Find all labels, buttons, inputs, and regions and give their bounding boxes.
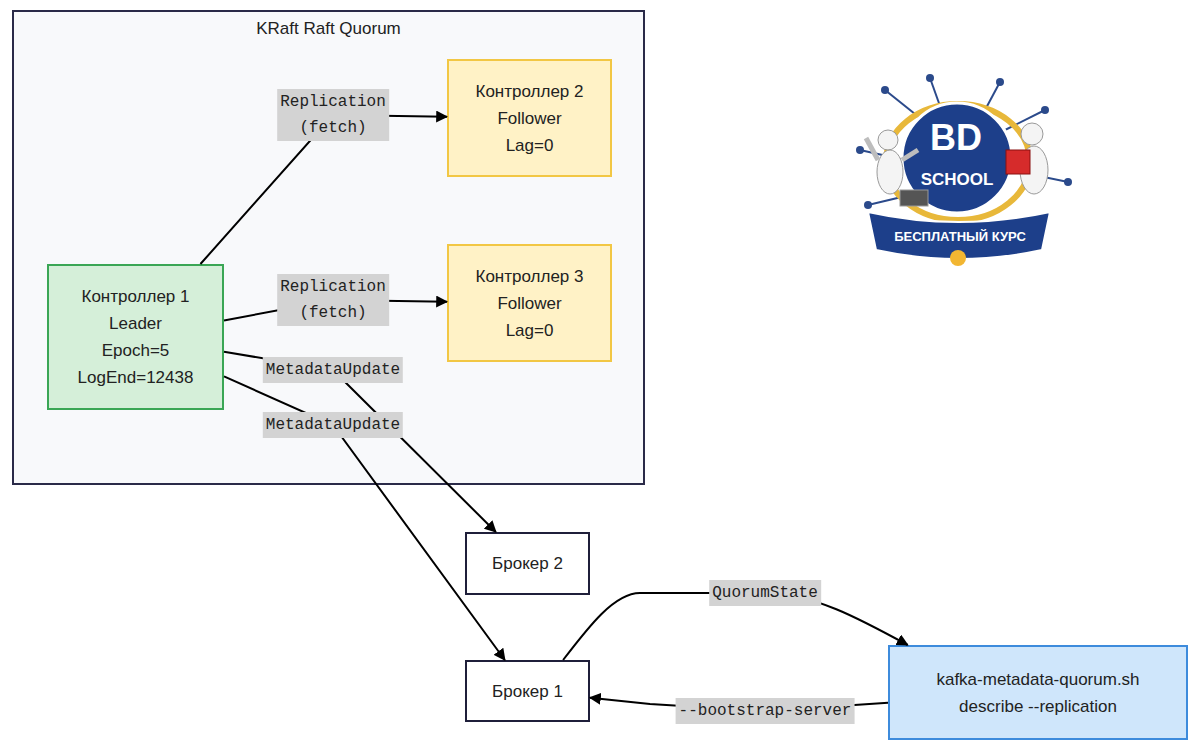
node-label: Контроллер 1 Leader Epoch=5 LogEnd=12438 [78, 283, 194, 391]
network-dot [864, 201, 872, 209]
network-dot [881, 86, 889, 94]
network-dot [856, 146, 864, 154]
network-dot [926, 74, 934, 82]
logo-text: SCHOOL [921, 170, 994, 190]
network-dot [1041, 106, 1049, 114]
cli-box: kafka-metadata-quorum.sh describe --repl… [888, 645, 1188, 740]
broker-box: Брокер 1 [465, 660, 590, 722]
logo-network [860, 78, 1068, 205]
edge-label: Replication (fetch) [277, 274, 389, 326]
node-label: kafka-metadata-quorum.sh describe --repl… [936, 666, 1139, 720]
right-figure [1006, 123, 1048, 194]
network-dot [996, 78, 1004, 86]
logo-text: БЕСПЛАТНЫЙ КУРС [894, 229, 1026, 244]
figure-arm [866, 138, 878, 160]
node-label: Брокер 1 [492, 678, 563, 705]
node-label: Контроллер 2 Follower Lag=0 [476, 78, 584, 159]
follower-box: Контроллер 3 Follower Lag=0 [447, 244, 612, 362]
node-label: Брокер 2 [492, 550, 563, 577]
connector-arrow [224, 376, 505, 660]
edge-label: MetadataUpdate [263, 412, 403, 438]
figure-head [878, 130, 898, 150]
gift-icon [950, 250, 966, 266]
figure-head [1021, 123, 1043, 145]
edge-label: --bootstrap-server [676, 698, 855, 724]
edge-label: QuorumState [709, 580, 821, 606]
edge-label: Replication (fetch) [277, 89, 389, 141]
figure-arm [902, 150, 918, 160]
leader-box: Контроллер 1 Leader Epoch=5 LogEnd=12438 [47, 264, 224, 410]
book-icon [1006, 150, 1030, 174]
network-line [930, 78, 940, 106]
network-dot [1064, 178, 1072, 186]
node-label: Контроллер 3 Follower Lag=0 [476, 263, 584, 344]
laptop-icon [900, 190, 928, 206]
logo-text: BD [930, 117, 982, 159]
gold-ring [886, 104, 1030, 220]
left-figure [866, 130, 928, 206]
logo-dots [856, 74, 1072, 209]
group-title: KRaft Raft Quorum [14, 15, 643, 42]
figure-body [877, 150, 903, 194]
edge-label: MetadataUpdate [263, 357, 403, 383]
broker-box: Брокер 2 [465, 532, 590, 595]
connector-arrow [224, 352, 496, 532]
follower-box: Контроллер 2 Follower Lag=0 [447, 59, 612, 177]
